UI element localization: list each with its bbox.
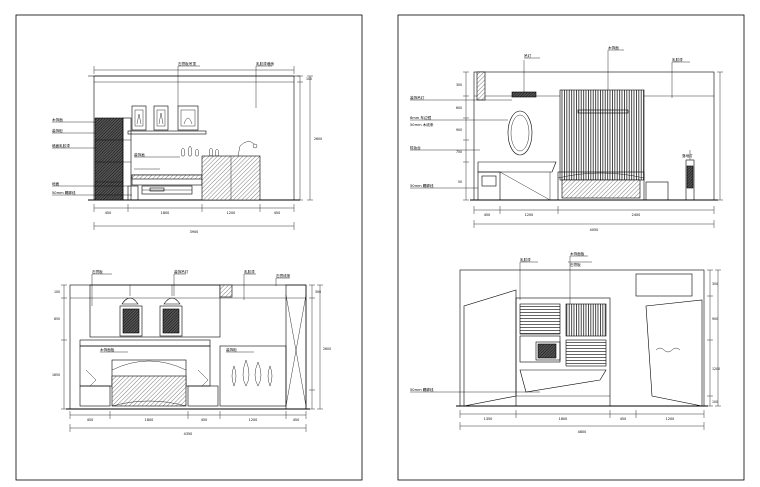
dim-b-v3: 2600	[323, 347, 331, 351]
label-b-pendant: 装饰吊灯	[174, 269, 189, 274]
label-c-dresser: 梳妆台	[410, 145, 421, 150]
elevation-b	[61, 273, 323, 432]
dim-b-v4: 300	[315, 290, 321, 294]
label-c-mirror: 6mm 车边镜	[410, 115, 432, 120]
sheet-border	[397, 14, 745, 481]
dim-a-total: 3900	[190, 230, 199, 234]
dim-b-h2: 450	[201, 418, 207, 422]
label-b-latex: 乳胶漆	[244, 269, 255, 274]
label-c-woodline: 50mm 木线条	[410, 122, 434, 127]
label-b-gypsum: 石膏板	[92, 269, 103, 274]
elevation-d	[410, 255, 721, 430]
dim-a-h1: 1800	[161, 211, 170, 215]
dim-c-h2: 2400	[632, 213, 641, 217]
dim-d-v3: 100	[712, 400, 718, 404]
dim-d-h2: 450	[620, 417, 626, 421]
sheet-left	[15, 14, 363, 481]
label-d-skirting: 50mm 踢脚线	[410, 387, 434, 392]
label-c-wood: 木饰面	[608, 45, 619, 50]
dim-d-h0: 1350	[484, 417, 493, 421]
dim-c-v3: 750	[456, 150, 462, 154]
label-b-wood: 木饰面板	[100, 347, 115, 352]
label-c-lamp: 吊灯	[524, 53, 532, 58]
label-c-latex: 乳胶漆	[672, 57, 683, 62]
dim-c-v2: 900	[456, 128, 462, 132]
dim-b-h4: 450	[293, 418, 299, 422]
dim-b-h1: 1800	[145, 418, 154, 422]
label-c-pendant: 装饰吊灯	[410, 95, 425, 100]
label-d-latex: 乳胶漆	[520, 257, 531, 262]
dim-c-v1: 600	[456, 106, 462, 110]
dim-b-v1: 850	[54, 317, 60, 321]
label-b-cabinet: 装饰柜	[226, 347, 237, 352]
label-d-wood: 木饰面板	[570, 251, 585, 256]
dim-a-h0: 450	[105, 211, 111, 215]
dim-c-v0: 300	[456, 83, 462, 87]
dim-a-h2: 1200	[227, 211, 236, 215]
label-a-skirting: 50mm 踢脚线	[52, 190, 76, 195]
dim-d-v0: 300	[712, 282, 718, 286]
dim-b-v2: 1650	[52, 373, 60, 377]
dim-d-h1: 1800	[559, 417, 568, 421]
sheet-right	[397, 14, 745, 481]
dim-d-h3: 1200	[666, 417, 675, 421]
dim-a-h3: 450	[274, 211, 280, 215]
elevation-c	[410, 49, 723, 228]
dim-a-v1: 2600	[314, 137, 322, 141]
label-b-molding: 石膏线条	[276, 273, 291, 278]
dim-c-h0: 450	[484, 213, 490, 217]
label-a-latex: 墙面乳胶漆	[52, 143, 70, 148]
dim-c-total: 4050	[590, 228, 599, 232]
dim-b-h3: 1200	[249, 418, 258, 422]
label-a-wall: 乳胶漆墙面	[256, 61, 274, 66]
dim-b-total: 4350	[184, 432, 193, 436]
sheet-border	[15, 14, 363, 481]
label-c-floorlamp: 落地灯	[682, 153, 693, 158]
dim-c-v4: 50	[458, 180, 462, 184]
elevation-a	[52, 65, 313, 230]
label-c-skirting: 50mm 踢脚线	[410, 183, 434, 188]
label-a-wood: 木饰面	[52, 117, 63, 122]
label-a-floor: 地面	[52, 181, 60, 186]
label-a-ceiling: 石膏板吊顶	[178, 61, 196, 66]
dim-d-v1: 900	[712, 317, 718, 321]
dim-b-v0: 100	[54, 290, 60, 294]
label-a-cabinet: 装饰柜	[52, 128, 63, 133]
dim-a-v0: 100	[306, 77, 312, 81]
label-a-painting: 装饰画	[134, 152, 145, 157]
dim-d-v2: 1200	[712, 367, 720, 371]
label-d-gypsum: 石膏板	[570, 262, 581, 267]
dim-c-h1: 1200	[525, 213, 534, 217]
dim-d-total: 4800	[578, 430, 587, 434]
dim-b-h0: 450	[87, 418, 93, 422]
